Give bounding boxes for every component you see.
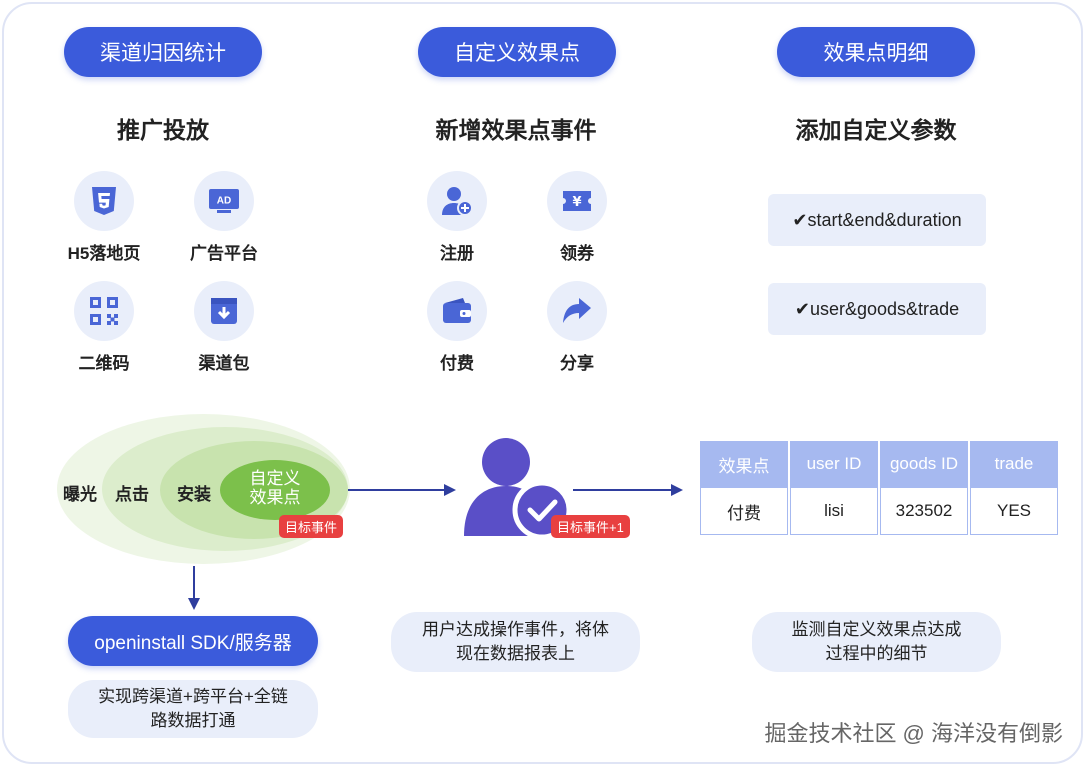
th-goods-id: goods ID xyxy=(880,441,968,487)
label-custom-line1: 自定义 xyxy=(249,469,301,488)
pill-custom-effect-point: 自定义效果点 xyxy=(418,27,616,77)
param-time: ✔start&end&duration xyxy=(768,194,986,246)
cell-goods-id: 323502 xyxy=(880,487,968,535)
ad-icon: AD xyxy=(194,171,254,231)
pill-openinstall-sdk: openinstall SDK/服务器 xyxy=(68,616,318,666)
pill-channel-attribution: 渠道归因统计 xyxy=(64,27,262,77)
label-exposure: 曝光 xyxy=(63,485,97,504)
html5-icon xyxy=(74,171,134,231)
th-user-id: user ID xyxy=(790,441,878,487)
svg-text:AD: AD xyxy=(217,196,231,207)
watermark: 掘金技术社区 @ 海洋没有倒影 xyxy=(764,721,1063,746)
label-install: 安装 xyxy=(177,485,211,504)
pill-effect-point-detail: 效果点明细 xyxy=(777,27,975,77)
user-add-icon xyxy=(427,171,487,231)
package-icon xyxy=(194,281,254,341)
funnel-custom xyxy=(220,460,330,520)
cell-effect-point: 付费 xyxy=(700,487,788,535)
coupon-icon: ¥ xyxy=(547,171,607,231)
label-share: 分享 xyxy=(560,354,594,373)
title-custom-params: 添加自定义参数 xyxy=(795,117,957,143)
note-right-line1: 监测自定义效果点达成 xyxy=(791,620,962,639)
badge-target-event: 目标事件 xyxy=(279,515,344,538)
note-user-event: 用户达成操作事件，将体 现在数据报表上 xyxy=(391,612,640,672)
label-custom-line2: 效果点 xyxy=(249,488,301,507)
note-middle-line2: 现在数据报表上 xyxy=(456,644,575,663)
badge-target-event-plus-one: 目标事件+1 xyxy=(551,515,630,538)
label-qrcode: 二维码 xyxy=(78,354,130,373)
note-cross-channel: 实现跨渠道+跨平台+全链 路数据打通 xyxy=(68,680,318,738)
note-monitor-detail: 监测自定义效果点达成 过程中的细节 xyxy=(752,612,1001,672)
note-right-line2: 过程中的细节 xyxy=(825,644,928,663)
cell-trade: YES xyxy=(970,487,1058,535)
table-header-row: 效果点 user ID goods ID trade xyxy=(700,441,1058,487)
label-click: 点击 xyxy=(115,485,149,504)
svg-text:¥: ¥ xyxy=(572,195,581,210)
label-coupon: 领券 xyxy=(560,244,594,263)
label-custom-effect: 自定义 效果点 xyxy=(220,469,330,507)
note-left-line1: 实现跨渠道+跨平台+全链 xyxy=(98,687,288,706)
label-channel-package: 渠道包 xyxy=(198,354,250,373)
share-icon xyxy=(547,281,607,341)
note-middle-line1: 用户达成操作事件，将体 xyxy=(422,620,609,639)
label-payment: 付费 xyxy=(440,354,474,373)
title-new-events: 新增效果点事件 xyxy=(435,117,597,143)
note-left-line2: 路数据打通 xyxy=(150,711,236,730)
qrcode-icon xyxy=(74,281,134,341)
label-ad-platform: 广告平台 xyxy=(190,244,258,263)
label-h5-landing: H5落地页 xyxy=(67,244,141,263)
effect-detail-table: 效果点 user ID goods ID trade 付费 lisi 32350… xyxy=(698,441,1060,535)
param-user-goods-trade: ✔user&goods&trade xyxy=(768,283,986,335)
label-register: 注册 xyxy=(440,244,474,263)
cell-user-id: lisi xyxy=(790,487,878,535)
wallet-icon xyxy=(427,281,487,341)
title-promotion: 推广投放 xyxy=(117,117,209,143)
th-trade: trade xyxy=(970,441,1058,487)
th-effect-point: 效果点 xyxy=(700,441,788,487)
table-row: 付费 lisi 323502 YES xyxy=(700,487,1058,535)
